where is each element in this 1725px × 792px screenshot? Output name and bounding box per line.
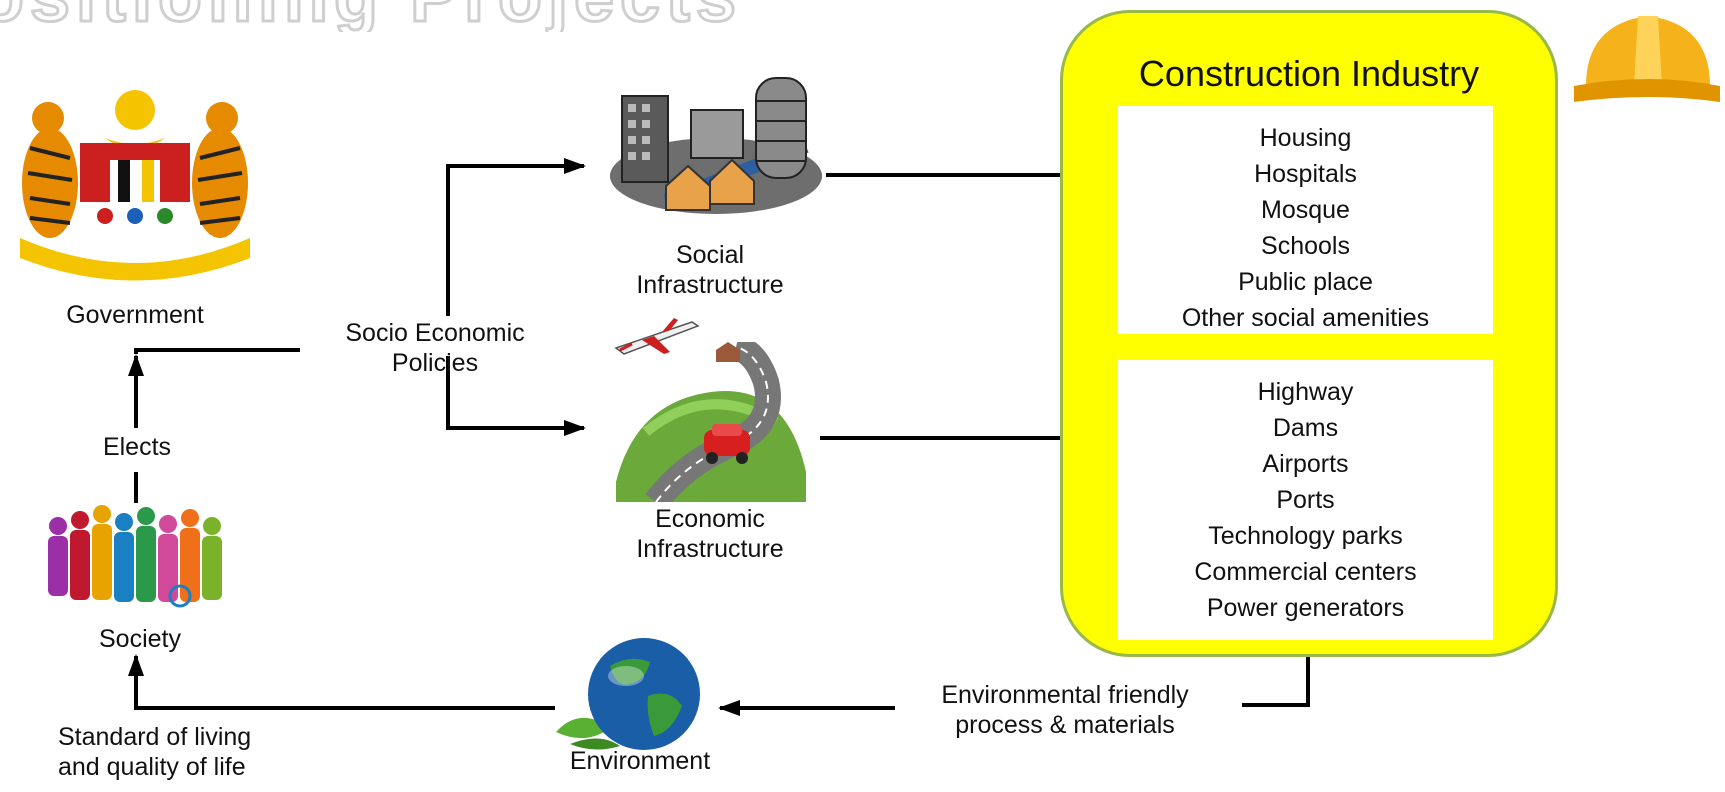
arrow-policies-to-social	[446, 158, 586, 316]
social-items-list: Housing Hospitals Mosque Schools Public …	[1118, 106, 1493, 334]
list-item: Mosque	[1261, 196, 1350, 224]
node-economic-infrastructure: Economic Infrastructure	[636, 505, 784, 563]
node-society: Society	[99, 625, 181, 653]
list-item: Technology parks	[1208, 522, 1403, 550]
list-item: Housing	[1259, 124, 1352, 152]
edge-label-environmental-friendly: Environmental friendly process & materia…	[941, 681, 1189, 739]
globe-icon	[550, 636, 710, 756]
node-social-infrastructure: Social Infrastructure	[636, 241, 784, 299]
list-item: Airports	[1262, 450, 1349, 478]
coat-of-arms-icon	[10, 88, 260, 288]
road-landscape-icon	[616, 334, 806, 510]
edge-label-elects: Elects	[102, 433, 172, 461]
list-item: Highway	[1257, 378, 1354, 406]
construction-industry-title: Construction Industry	[1138, 53, 1480, 94]
node-socio-economic-policies: Socio Economic Policies	[345, 319, 525, 377]
economic-items-list: Highway Dams Airports Ports Technology p…	[1118, 360, 1493, 640]
arrow-policies-to-government	[134, 348, 300, 354]
list-item: Commercial centers	[1194, 558, 1417, 586]
node-government: Government	[66, 301, 204, 329]
hard-hat-icon	[1572, 2, 1722, 112]
edge-label-standard-of-living: Standard of living and quality of life	[58, 723, 252, 781]
list-item: Hospitals	[1254, 160, 1357, 188]
list-item: Other social amenities	[1181, 304, 1430, 332]
people-crowd-icon	[40, 500, 240, 608]
city-buildings-icon	[606, 76, 826, 216]
arrow-environment-to-society	[128, 654, 555, 710]
airplane-icon	[612, 314, 700, 364]
list-item: Power generators	[1206, 594, 1405, 622]
header-banner-fragment: ositioning Projects	[0, 0, 740, 32]
list-item: Dams	[1272, 414, 1339, 442]
list-item: Ports	[1276, 486, 1335, 514]
node-environment: Environment	[569, 747, 711, 775]
list-item: Public place	[1238, 268, 1373, 296]
list-item: Schools	[1261, 232, 1350, 260]
line-industry-to-env-label	[1242, 656, 1310, 707]
arrow-policies-to-economic	[446, 356, 586, 436]
